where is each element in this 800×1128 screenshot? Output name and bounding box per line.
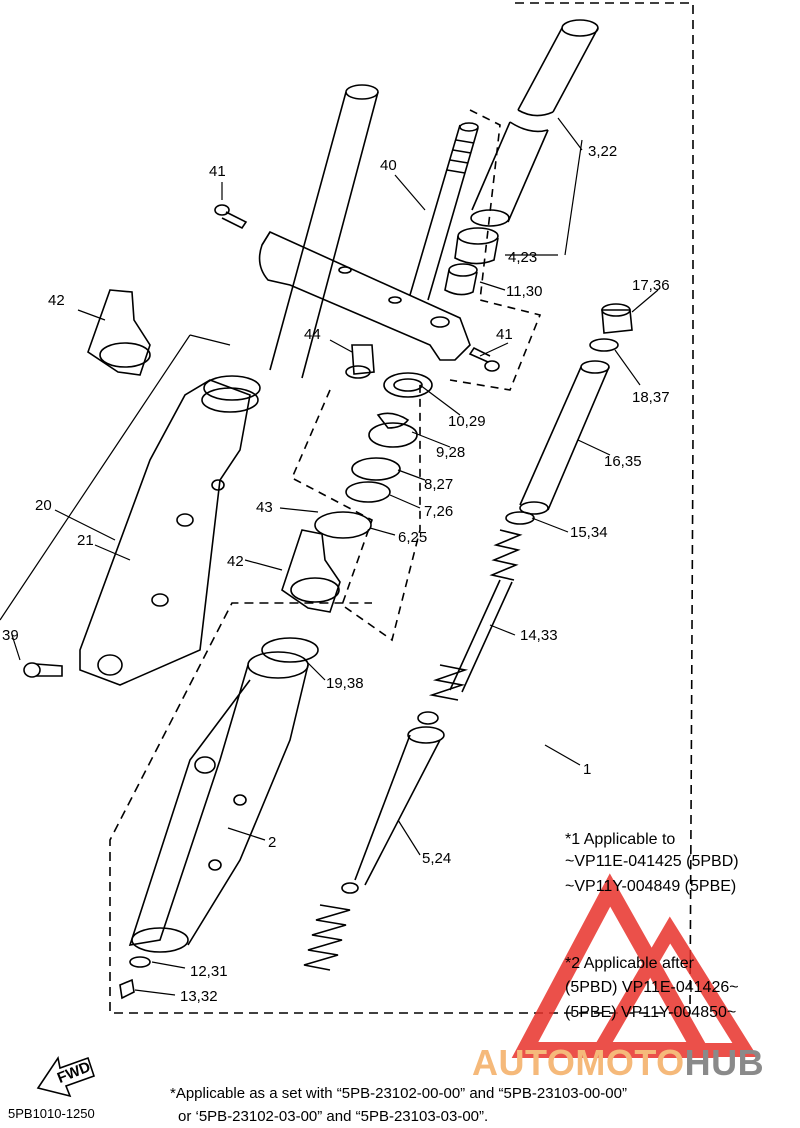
callout-11-30: 11,30 (506, 283, 542, 300)
footer-line-1: *Applicable as a set with “5PB-23102-00-… (170, 1085, 627, 1102)
note-2-line-2: (5PBE) VP11Y-004850~ (565, 1004, 737, 1021)
callout-17-36: 17,36 (632, 277, 670, 294)
steering-stem-part (409, 122, 479, 301)
callout-7-26: 7,26 (424, 503, 453, 520)
callout-6-25: 6,25 (398, 529, 427, 546)
lower-fork-leg-left (79, 375, 261, 686)
note-1-line-2: ~VP11Y-004849 (5PBE) (565, 878, 737, 895)
callout-42-upper: 42 (48, 292, 65, 309)
drawing-code: 5PB1010-1250 (8, 1106, 95, 1121)
callout-labels: 41 40 3,22 4,23 11,30 17,36 42 44 41 18,… (2, 143, 670, 1005)
fork-spring-part (428, 529, 523, 701)
fwd-arrow-icon (36, 1055, 96, 1098)
note-1-title: *1 Applicable to (565, 831, 676, 848)
callout-2: 2 (268, 834, 276, 851)
drain-bolt-part (119, 956, 151, 1000)
washer-part (505, 511, 535, 525)
collar-part (345, 344, 375, 379)
callout-20: 20 (35, 497, 52, 514)
leader-lines (0, 117, 659, 996)
note-1-line-1: ~VP11E-041425 (5PBD) (565, 853, 739, 870)
bushing-part (444, 227, 499, 296)
callout-16-35: 16,35 (604, 453, 642, 470)
spacer-part (519, 360, 610, 515)
bearing-seal-stack (314, 372, 433, 539)
cap-bolt-part (589, 303, 633, 352)
under-bracket-part (258, 230, 471, 361)
callout-42-lower: 42 (227, 553, 244, 570)
callout-10-29: 10,29 (448, 413, 486, 430)
callout-12-31: 12,31 (190, 963, 228, 980)
callout-44: 44 (304, 326, 321, 343)
callout-14-33: 14,33 (520, 627, 558, 644)
note-2-line-1: (5PBD) VP11E-041426~ (565, 979, 739, 996)
footer-line-2: or ‘5PB-23102-03-00” and “5PB-23103-03-0… (178, 1108, 489, 1125)
fork-cover-part (87, 289, 341, 613)
callout-3-22: 3,22 (588, 143, 617, 160)
callout-19-38: 19,38 (326, 675, 364, 692)
watermark-text-part-2: HUB (684, 1042, 765, 1083)
rebound-spring-part (303, 904, 351, 971)
watermark-text-part-1: AUTOMOTO (472, 1042, 685, 1083)
outer-tube-set-outline (109, 2, 694, 1014)
inner-tube-part (269, 84, 379, 379)
watermark-logo: AUTOMOTOHUB (472, 1042, 764, 1084)
callout-8-27: 8,27 (424, 476, 453, 493)
callout-43: 43 (256, 499, 273, 516)
stem-group-outline (449, 109, 542, 391)
callout-21: 21 (77, 532, 94, 549)
callout-39: 39 (2, 627, 19, 644)
callout-40: 40 (380, 157, 397, 174)
callout-4-23: 4,23 (508, 249, 537, 266)
note-2-title: *2 Applicable after (565, 955, 694, 972)
steering-bearing-group-outline (290, 382, 421, 642)
axle-bolt-part (23, 662, 63, 678)
pinch-bolt-part (214, 204, 500, 372)
callout-15-34: 15,34 (570, 524, 608, 541)
callout-5-24: 5,24 (422, 850, 451, 867)
callout-41-lower: 41 (496, 326, 513, 343)
callout-1: 1 (583, 761, 591, 778)
callout-18-37: 18,37 (632, 389, 670, 406)
watermark-triangle-icon (511, 873, 758, 1058)
damper-rod-part (341, 711, 445, 894)
callout-9-28: 9,28 (436, 444, 465, 461)
lower-fork-leg-right (128, 637, 319, 953)
callout-13-32: 13,32 (180, 988, 218, 1005)
outer-tube-part (470, 19, 599, 227)
callout-41-upper: 41 (209, 163, 226, 180)
